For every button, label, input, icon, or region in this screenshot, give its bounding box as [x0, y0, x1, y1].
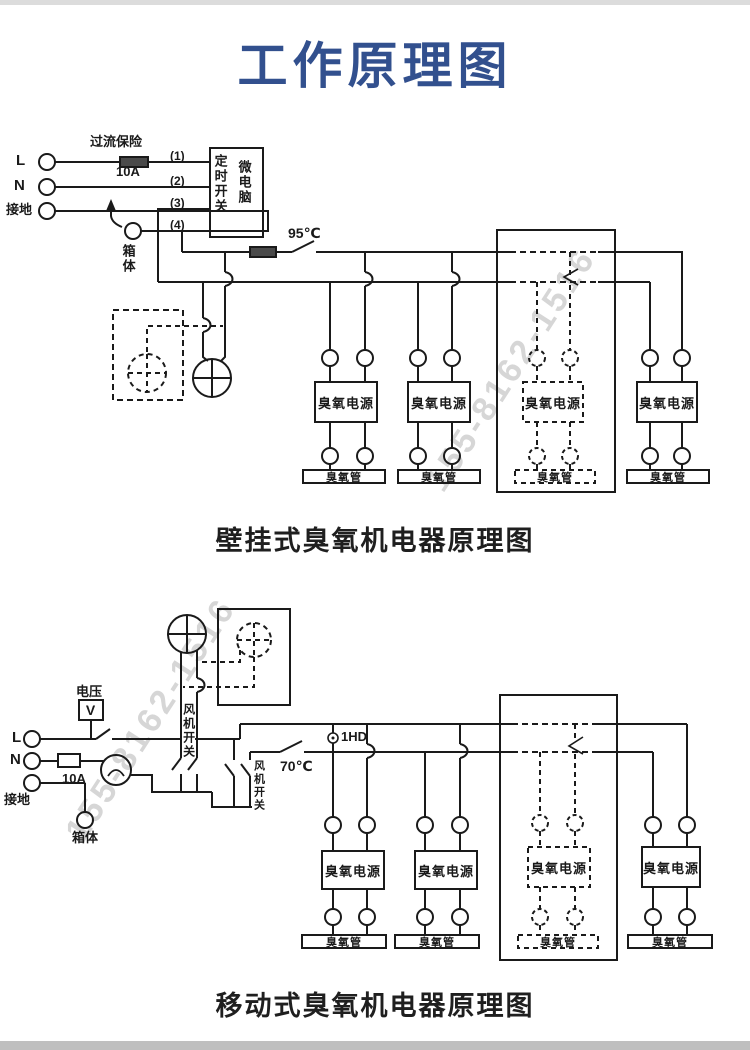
ozone-psu-box: [314, 381, 378, 423]
fuse-symbol: [249, 246, 277, 258]
bottom-edge-strip: [0, 1041, 750, 1050]
ozone-psu-label: 臭氧电源: [530, 860, 587, 876]
fan-housing-box: [217, 608, 291, 706]
switch-blade: [95, 728, 111, 740]
pin-4-label: (4): [170, 218, 185, 232]
ozone-psu-label: 臭氧电源: [524, 395, 581, 411]
thermal-switch-blade: [279, 740, 303, 753]
ozone-psu-label: 臭氧电源: [324, 863, 381, 879]
terminal-L: [38, 153, 56, 171]
fuse-symbol: [119, 156, 149, 168]
fan-switch-label: 风机开关: [181, 703, 196, 759]
ozone-psu-box: [407, 381, 471, 423]
fan-housing-box: [112, 309, 184, 401]
neutral-label: N: [14, 177, 25, 194]
ozone-tube-bar: [394, 934, 480, 949]
fuse-rating-label: 10A: [116, 164, 140, 179]
overcurrent-fuse-label: 过流保险: [90, 134, 143, 149]
fan-switch-label: 风机开关: [252, 760, 265, 812]
diagram1-wiring: [38, 147, 710, 493]
ozone-psu-box: [414, 850, 478, 890]
ozone-tube-bar: [302, 469, 386, 484]
ozone-psu-label: 臭氧电源: [642, 860, 699, 876]
diagram2-wiring: [23, 608, 713, 961]
ground-arrow: [106, 199, 116, 211]
timer-switch-label: 定时开关: [212, 154, 228, 214]
indicator-lamp: [327, 732, 339, 744]
fuse-rating-label: 10A: [62, 771, 86, 786]
ozone-tube-label: 臭氧管: [537, 471, 573, 484]
ozone-tube-bar-dashed: [514, 469, 596, 484]
ozone-tube-bar-dashed: [517, 934, 599, 949]
ozone-tube-bar: [301, 934, 387, 949]
terminal-N: [23, 752, 41, 770]
phase-label: L: [12, 729, 22, 746]
controller-box: [209, 147, 264, 238]
thermal-switch-blade: [291, 240, 315, 253]
module-enclosure-box: [496, 229, 616, 493]
fuse-symbol: [57, 753, 81, 768]
enclosure-terminal: [124, 222, 142, 240]
changeover-contact: [567, 736, 584, 755]
ozone-tube-label: 臭氧管: [326, 471, 362, 484]
ozone-psu-label: 臭氧电源: [638, 395, 695, 411]
terminal-ground: [23, 774, 41, 792]
ozone-psu-box: [321, 850, 385, 890]
diagram2-caption: 移动式臭氧机电器原理图: [215, 991, 535, 1021]
switch-blade: [240, 763, 251, 777]
microcomputer-label: 微电脑: [236, 160, 252, 205]
ozone-tube-bar: [626, 469, 710, 484]
ozone-tube-label: 臭氧管: [652, 936, 688, 949]
ozone-tube-label: 臭氧管: [540, 936, 576, 949]
ozone-tube-bar: [627, 934, 713, 949]
neutral-label: N: [10, 751, 21, 768]
indicator-label: 1HD: [341, 729, 368, 744]
pin-3-label: (3): [170, 196, 185, 210]
terminal-L: [23, 730, 41, 748]
enclosure-label: 箱体: [120, 244, 136, 274]
ozone-tube-label: 臭氧管: [421, 471, 457, 484]
switch-blade: [171, 757, 182, 771]
pin-2-label: (2): [170, 174, 185, 188]
thermal-switch-label: 70℃: [280, 758, 313, 774]
ozone-tube-bar: [397, 469, 481, 484]
fan-symbol-dashed: [236, 622, 272, 658]
ozone-psu-label: 臭氧电源: [410, 395, 467, 411]
ground-label: 接地: [4, 792, 31, 807]
changeover-contact: [562, 268, 579, 286]
meter-symbol: [100, 754, 132, 786]
pin-1-label: (1): [170, 149, 185, 163]
diagram1-caption: 壁挂式臭氧机电器原理图: [215, 526, 535, 556]
enclosure-label: 箱体: [72, 830, 99, 845]
top-edge-strip: [0, 0, 750, 5]
terminal-N: [38, 178, 56, 196]
ozone-psu-box-dashed: [522, 381, 584, 423]
terminal-ground: [38, 202, 56, 220]
enclosure-terminal: [76, 811, 94, 829]
ozone-psu-box: [641, 846, 701, 888]
voltmeter-label: V: [85, 702, 97, 718]
ozone-tube-label: 臭氧管: [419, 936, 455, 949]
ozone-psu-label: 臭氧电源: [317, 395, 374, 411]
page-title: 工作原理图: [237, 38, 513, 94]
switch-blade: [224, 763, 235, 777]
thermal-switch-label: 95℃: [288, 225, 321, 241]
ozone-tube-label: 臭氧管: [326, 936, 362, 949]
ozone-psu-box-dashed: [527, 846, 591, 888]
ozone-tube-label: 臭氧管: [650, 471, 686, 484]
module-enclosure-box: [499, 694, 618, 961]
phase-label: L: [16, 152, 26, 169]
ozone-psu-label: 臭氧电源: [417, 863, 474, 879]
voltage-label: 电压: [76, 684, 103, 699]
ozone-psu-box: [636, 381, 698, 423]
ground-label: 接地: [6, 202, 33, 217]
switch-blade: [187, 757, 198, 771]
